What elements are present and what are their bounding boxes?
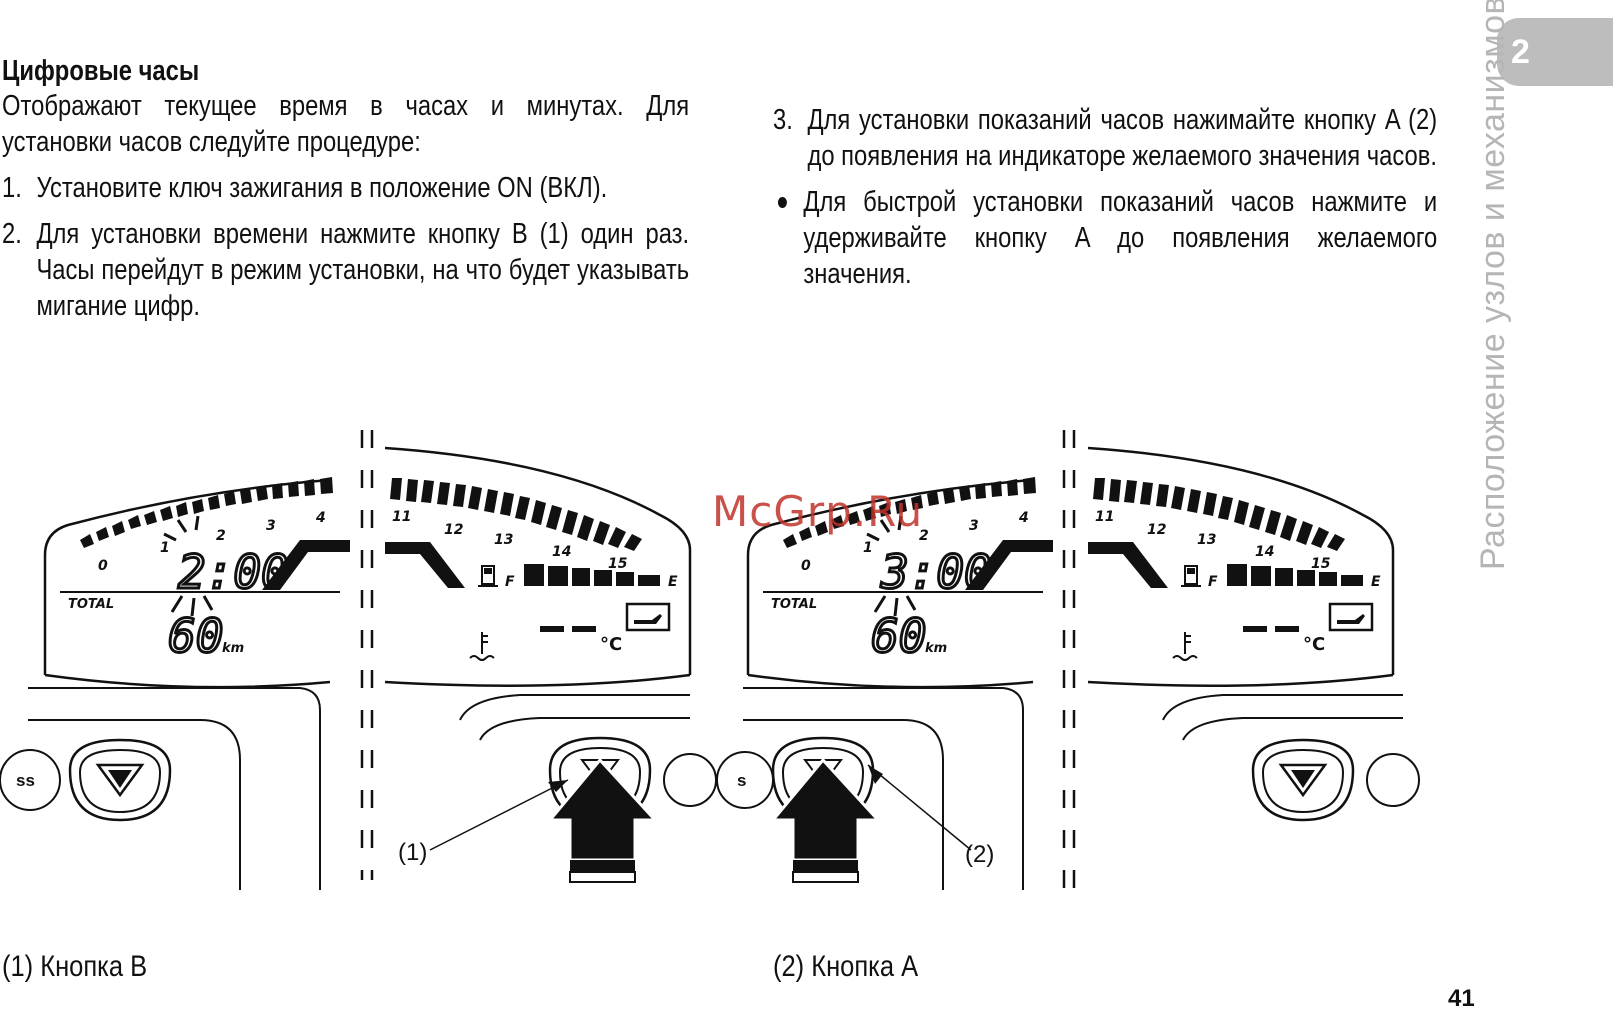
figure-caption-right: (2) Кнопка A	[773, 950, 919, 983]
chapter-side-label: Расположение узлов и механизмов	[1474, 0, 1512, 570]
bullet-dot-icon	[777, 197, 787, 208]
rpm-tick-label: 15	[1311, 556, 1331, 572]
rpm-tick-label: 4	[315, 510, 326, 526]
blink-rays-icon	[866, 515, 917, 617]
callout-label: (2)	[965, 841, 994, 868]
rpm-tick-label: 14	[552, 544, 571, 560]
button-b-left-icon	[68, 738, 172, 822]
step-number: 2.	[2, 218, 22, 250]
fuel-gauge-bars	[1227, 564, 1363, 586]
intro-paragraph: Отображают текущее время в часах и минут…	[2, 90, 690, 158]
mode-button-label: s	[737, 771, 746, 790]
coolant-temp-icon	[1172, 632, 1198, 661]
right-instrument-display: 0 1 2 3 4 11 12 13 14 15 F E TOTAL 3:00 …	[716, 446, 1420, 890]
bullet-text: Для быстрой установки показаний часов на…	[803, 186, 1438, 290]
rpm-tick-label: 3	[266, 518, 276, 534]
total-label: TOTAL	[771, 597, 817, 612]
right-text-column: 3. Для установки показаний часов нажимай…	[773, 102, 1473, 292]
mode-button-label: ss	[16, 771, 35, 790]
clock-display: 2:00	[178, 545, 289, 599]
fuel-empty-label: E	[1371, 574, 1381, 590]
rpm-tick-label: 1	[160, 540, 170, 556]
blink-rays-icon	[163, 515, 214, 617]
rpm-tick-label: 11	[392, 509, 411, 525]
fuel-pump-icon	[1181, 565, 1201, 587]
odometer-display: 60	[871, 609, 926, 663]
step-text: Для установки времени нажмите кнопку B (…	[36, 218, 690, 322]
page-number: 41	[1448, 985, 1475, 1012]
rpm-tick-label: 12	[1147, 522, 1166, 538]
fuel-gauge-bars	[524, 564, 660, 586]
split-divider	[360, 430, 1076, 900]
step-item: 3. Для установки показаний часов нажимай…	[773, 102, 1437, 174]
rpm-tick-label: 0	[98, 558, 108, 574]
clock-display: 3:00	[880, 545, 992, 599]
rpm-tick-label: 2	[216, 528, 226, 544]
step-item: 1. Установите ключ зажигания в положение…	[2, 170, 689, 206]
left-instrument-display: 0 1 2 3 4 11 12 13 14 15 F E TOTAL 2:00 …	[0, 446, 717, 890]
step-text: Установите ключ зажигания в положение ON…	[36, 172, 608, 204]
rpm-tick-label: 11	[1095, 509, 1114, 525]
rpm-tick-label: 2	[919, 528, 929, 544]
oil-warning-icon	[1328, 602, 1374, 632]
step-number: 3.	[773, 104, 793, 136]
rpm-tick-label: 15	[608, 556, 628, 572]
rpm-tick-label: 14	[1255, 544, 1274, 560]
odometer-display: 60	[168, 609, 223, 663]
fuel-full-label: F	[505, 574, 515, 590]
oil-warning-icon	[625, 602, 671, 632]
total-label: TOTAL	[68, 597, 114, 612]
fuel-empty-label: E	[668, 574, 678, 590]
temp-unit-label: °C	[600, 634, 622, 655]
odometer-unit: km	[222, 641, 244, 656]
rpm-tick-label: 3	[969, 518, 979, 534]
bullet-item: Для быстрой установки показаний часов на…	[773, 184, 1437, 292]
callout-label: (1)	[398, 839, 427, 866]
step-item: 2. Для установки времени нажмите кнопку …	[2, 216, 689, 324]
figure-caption-left: (1) Кнопка B	[2, 950, 148, 983]
rpm-tick-label: 4	[1018, 510, 1029, 526]
temp-unit-label: °C	[1303, 634, 1325, 655]
chapter-tab: 2	[1497, 18, 1613, 86]
step-text: Для установки показаний часов нажимайте …	[807, 104, 1438, 172]
rpm-tick-label: 13	[494, 532, 513, 548]
left-text-column: Цифровые часы Отображают текущее время в…	[2, 54, 692, 324]
rpm-tick-label: 12	[444, 522, 463, 538]
rpm-tick-label: 0	[801, 558, 811, 574]
fuel-full-label: F	[1208, 574, 1218, 590]
button-a-right-icon	[1251, 738, 1355, 822]
coolant-temp-icon	[469, 632, 495, 661]
rpm-tick-label: 1	[863, 540, 873, 556]
step-number: 1.	[2, 172, 22, 204]
section-heading: Цифровые часы	[2, 55, 200, 87]
odometer-unit: km	[925, 641, 947, 656]
rpm-tick-label: 13	[1197, 532, 1216, 548]
instrument-panel-figure: 0 1 2 3 4 11 12 13 14 15 F E TOTAL 2:00 …	[0, 430, 1420, 900]
watermark: McGrp.Ru	[712, 487, 924, 536]
rpm-bar-segments	[783, 477, 1345, 551]
rpm-bar-segments	[80, 477, 642, 551]
fuel-pump-icon	[478, 565, 498, 587]
